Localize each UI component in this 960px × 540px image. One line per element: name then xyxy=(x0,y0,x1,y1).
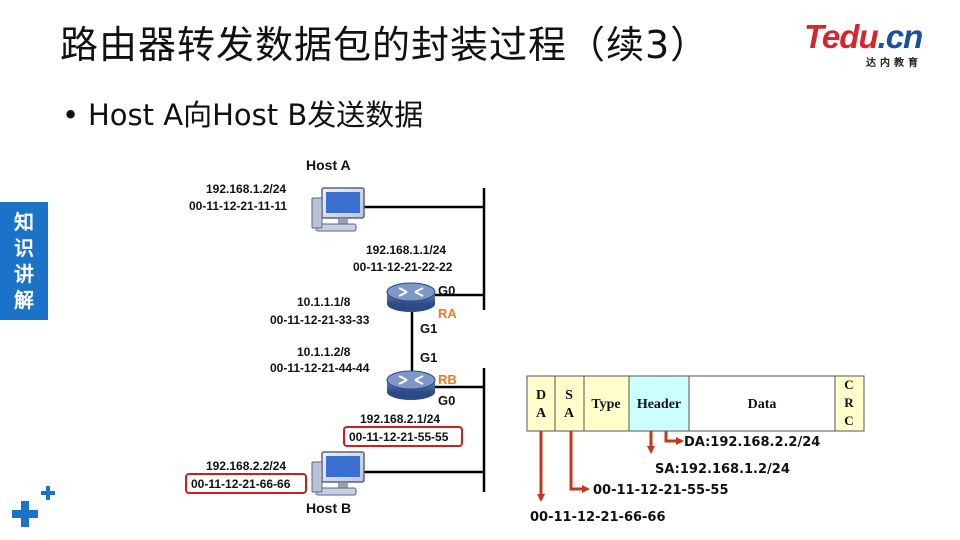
host-a-mac: 00-11-12-21-11-11 xyxy=(189,199,287,213)
router-ra-label: RA xyxy=(438,306,457,321)
bullet-text: Host A向Host B发送数据 xyxy=(88,98,424,132)
ra-g0-port: G0 xyxy=(438,283,455,298)
logo-tagline: 达内教育 xyxy=(866,58,922,69)
side-tab-char: 解 xyxy=(14,288,34,312)
host-b-mac-highlight xyxy=(185,473,307,494)
frame-field-sa xyxy=(554,375,585,432)
rb-g0-ip: 192.168.2.1/24 xyxy=(360,412,440,426)
ra-g1-mac: 00-11-12-21-33-33 xyxy=(270,313,370,327)
frame-sa-label: S xyxy=(565,388,573,403)
header-da-arrow xyxy=(664,431,684,445)
side-tab-char: 知 xyxy=(14,210,34,234)
frame-field-type xyxy=(583,375,630,432)
sa-arrow xyxy=(569,431,590,493)
frame-src-mac: 00-11-12-21-55-55 xyxy=(593,483,729,498)
side-tab-char: 讲 xyxy=(14,262,34,286)
host-a-computer-icon xyxy=(311,187,365,232)
ethernet-frame: D A S A Type Header Data C R C xyxy=(526,375,865,432)
host-b-label: Host B xyxy=(306,500,351,516)
tedu-logo: Tedu.cn 达内教育 xyxy=(804,18,944,70)
rb-g1-port: G1 xyxy=(420,350,437,365)
host-a-label: Host A xyxy=(306,157,351,173)
frame-field-da xyxy=(526,375,556,432)
frame-type-label: Type xyxy=(591,397,620,412)
ra-g0-mac: 00-11-12-21-22-22 xyxy=(353,260,453,274)
bullet-item: •Host A向Host B发送数据 xyxy=(62,92,423,134)
bullet-dot-icon: • xyxy=(62,98,80,132)
side-tab-char: 识 xyxy=(14,236,34,260)
ip-header-sa: SA:192.168.1.2/24 xyxy=(655,462,790,477)
router-rb-icon xyxy=(386,370,436,400)
frame-crc-label: R xyxy=(844,395,854,410)
frame-da-label: A xyxy=(536,406,547,421)
ip-header-da: DA:192.168.2.2/24 xyxy=(684,435,820,450)
host-b-computer-icon xyxy=(311,451,365,496)
host-b-ip: 192.168.2.2/24 xyxy=(206,459,286,473)
ra-g1-port: G1 xyxy=(420,321,437,336)
rb-g0-port: G0 xyxy=(438,393,455,408)
host-b-mac: 00-11-12-21-66-66 xyxy=(191,477,291,491)
router-rb-label: RB xyxy=(438,372,457,387)
ra-g0-ip: 192.168.1.1/24 xyxy=(366,243,446,257)
slide-title: 路由器转发数据包的封装过程（续3） xyxy=(60,23,710,67)
frame-dst-mac: 00-11-12-21-66-66 xyxy=(530,510,666,525)
rb-g0-mac: 00-11-12-21-55-55 xyxy=(349,430,449,444)
frame-sa-label: A xyxy=(564,406,575,421)
frame-da-label: D xyxy=(536,388,546,403)
plus-decoration-icon xyxy=(12,486,55,527)
side-tab-knowledge: 知 识 讲 解 xyxy=(0,202,48,320)
router-ra-icon xyxy=(386,282,436,312)
rb-g0-mac-highlight xyxy=(343,426,463,447)
frame-field-crc xyxy=(834,375,865,432)
frame-crc-label: C xyxy=(844,377,853,392)
frame-field-data xyxy=(688,375,836,432)
frame-field-header xyxy=(628,375,690,432)
logo-wordmark: Tedu.cn xyxy=(804,18,923,55)
frame-header-label: Header xyxy=(637,397,681,412)
frame-arrows xyxy=(537,431,684,502)
ra-g1-ip: 10.1.1.1/8 xyxy=(297,295,351,309)
network-links xyxy=(352,188,486,492)
frame-crc-label: C xyxy=(844,413,853,428)
host-a-ip: 192.168.1.2/24 xyxy=(206,182,286,196)
rb-g1-mac: 00-11-12-21-44-44 xyxy=(270,361,370,375)
frame-data-label: Data xyxy=(748,397,777,412)
rb-g1-ip: 10.1.1.2/8 xyxy=(297,345,351,359)
